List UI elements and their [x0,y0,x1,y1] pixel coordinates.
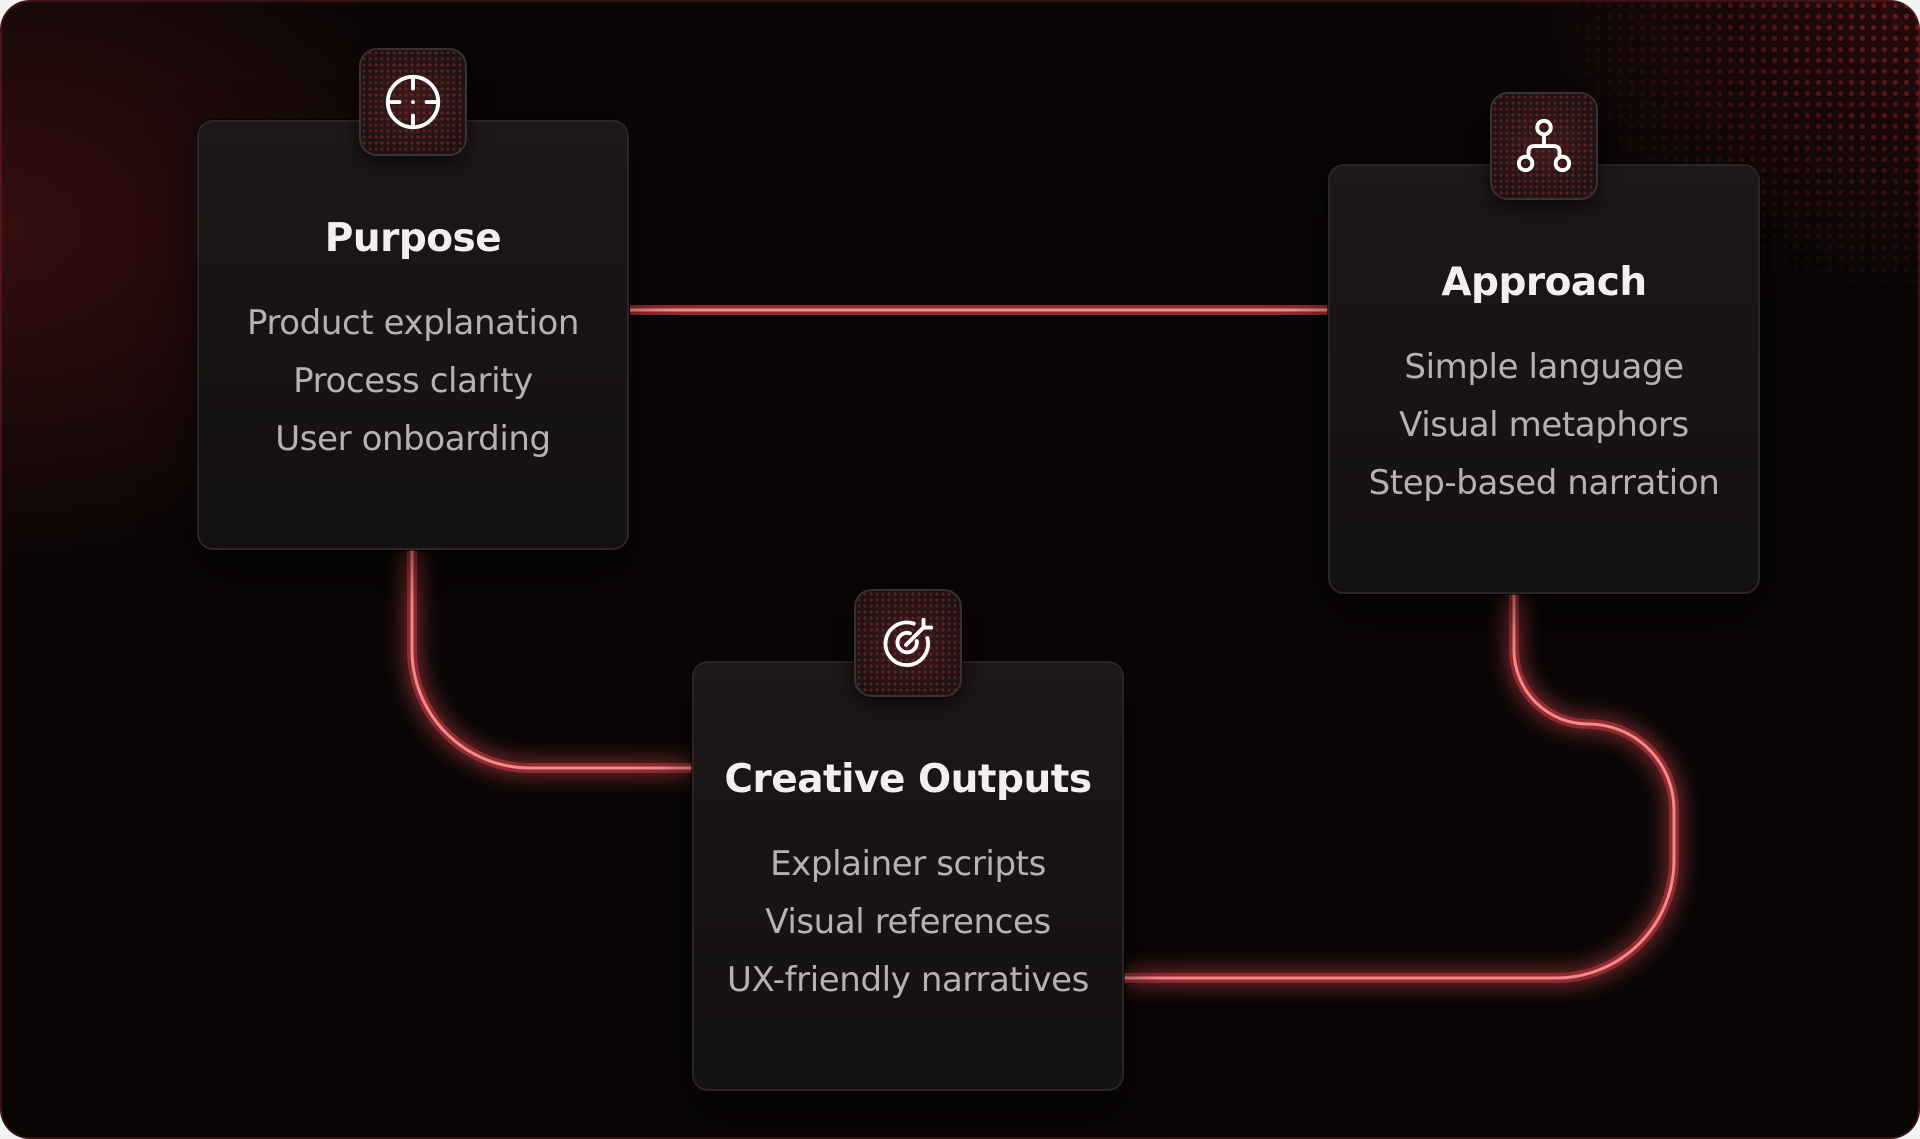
card-item-list: Product explanation Process clarity User… [199,294,627,468]
connector-purpose-creative-outputs [402,550,692,778]
connector-approach-creative-outputs [1124,594,1684,988]
approach-icon-tile [1490,92,1598,200]
approach-card: Approach Simple language Visual metaphor… [1328,164,1760,594]
card-item: Product explanation [246,303,580,343]
creative-outputs-card: Creative Outputs Explainer scripts Visua… [692,661,1124,1091]
card-item: Visual references [765,902,1051,942]
card-item: UX-friendly narratives [727,960,1089,1000]
creative-outputs-icon-tile [854,589,962,697]
card-item-list: Simple language Visual metaphors Step-ba… [1330,338,1758,512]
purpose-icon-tile [359,48,467,156]
card-item: Visual metaphors [1399,405,1689,445]
hierarchy-icon [1516,118,1572,173]
card-title: Purpose [324,216,502,261]
card-item: User onboarding [275,419,551,459]
target-arrow-icon [883,617,934,667]
card-item: Explainer scripts [770,844,1046,884]
card-item-list: Explainer scripts Visual references UX-f… [694,835,1122,1009]
card-item: Process clarity [293,361,533,401]
crosshair-icon [385,74,441,130]
card-item: Step-based narration [1368,463,1720,503]
card-item: Simple language [1404,347,1684,387]
card-title: Approach [1441,260,1647,305]
card-title: Creative Outputs [724,757,1092,802]
purpose-card: Purpose Product explanation Process clar… [197,120,629,550]
